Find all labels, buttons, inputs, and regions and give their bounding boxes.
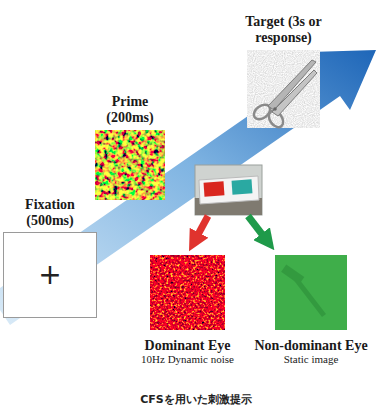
stage-heading: Prime (200ms)	[99, 94, 161, 125]
stage-heading: Dominant Eye	[141, 338, 234, 353]
stage-heading: Target (3s or response)	[225, 14, 343, 45]
nondominant-eye-image: Non-dominant EyeStatic image	[275, 255, 347, 330]
stage-note: Static image	[254, 353, 367, 366]
fixation-box: +Fixation (500ms)	[3, 232, 97, 318]
dominant-eye-image: Dominant Eye10Hz Dynamic noise	[150, 255, 225, 330]
figure-caption: CFSを用いた刺激提示	[0, 392, 392, 407]
label-group: Non-dominant EyeStatic image	[254, 338, 367, 367]
label-group: Fixation (500ms)	[18, 197, 82, 228]
target-image: Target (3s or response)	[247, 50, 320, 128]
label-group: Prime (200ms)	[99, 94, 161, 125]
label-group: Target (3s or response)	[225, 14, 343, 45]
prime-image: Prime (200ms)	[95, 130, 165, 200]
stage-heading: Non-dominant Eye	[254, 338, 367, 353]
label-group: Dominant Eye10Hz Dynamic noise	[141, 338, 234, 367]
stage-note: 10Hz Dynamic noise	[141, 353, 234, 366]
fixation-cross: +	[38, 261, 61, 289]
stage-heading: Fixation (500ms)	[18, 197, 82, 228]
